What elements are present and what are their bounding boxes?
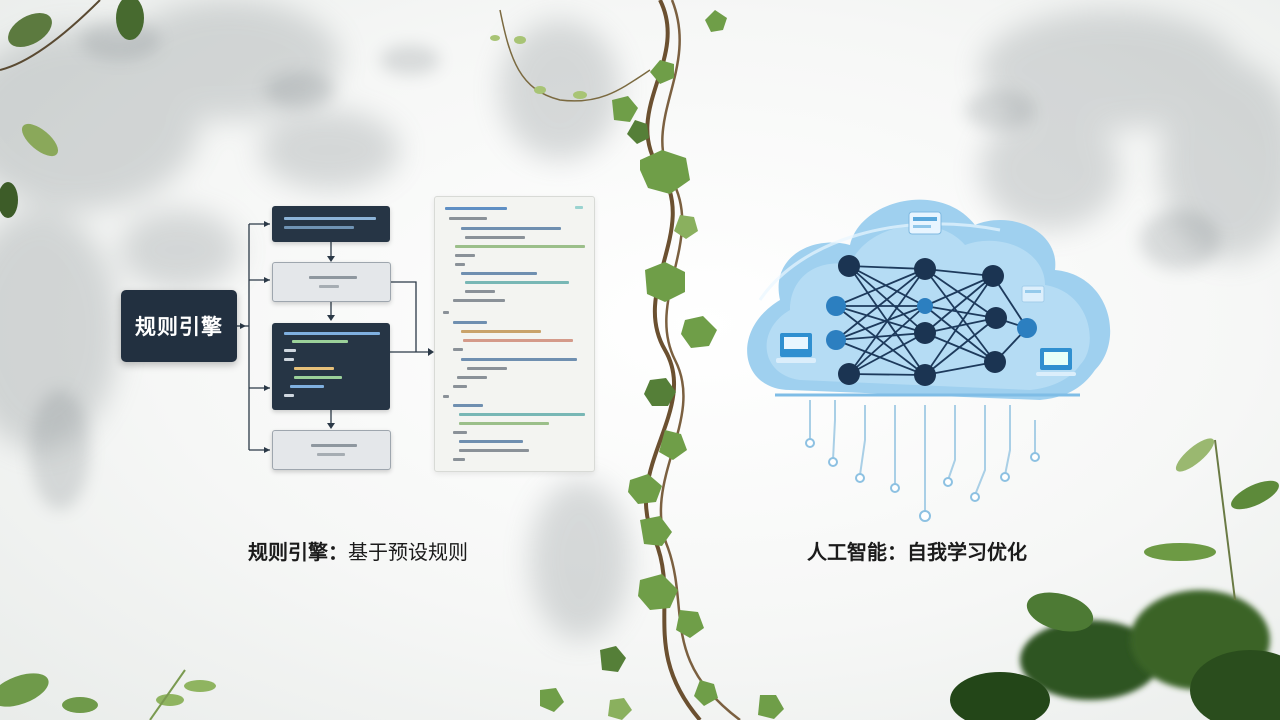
rule-engine-label: 规则引擎 (135, 315, 223, 339)
laptop-icon-left (776, 333, 816, 363)
corner-plant-bottom-right (950, 438, 1280, 720)
flow-step-4 (272, 430, 391, 470)
circuit-traces-icon (809, 400, 1036, 515)
flow-step-2 (272, 262, 391, 302)
neural-network-icon (835, 265, 1028, 376)
flow-arrowheads (240, 221, 434, 453)
rule-engine-caption: 规则引擎：基于预设规则 (248, 536, 468, 565)
leaf-shadows (0, 0, 1280, 640)
ai-caption: 人工智能：自我学习优化 (807, 540, 1027, 564)
rule-engine-caption-rest: 基于预设规则 (348, 540, 468, 564)
flow-step-3-code (272, 323, 390, 410)
ivy-vine-icon (490, 0, 784, 720)
server-icon (908, 211, 942, 235)
corner-plant-bottom-left (0, 669, 216, 720)
rule-engine-box: 规则引擎 (121, 290, 237, 362)
flow-step-1 (272, 206, 390, 242)
rule-engine-caption-bold: 规则引擎： (248, 540, 348, 564)
code-document-icon (434, 196, 595, 472)
corner-plant-top-left (0, 0, 144, 218)
monitor-icon-right (1036, 348, 1076, 376)
display-icon-small (1021, 285, 1045, 303)
